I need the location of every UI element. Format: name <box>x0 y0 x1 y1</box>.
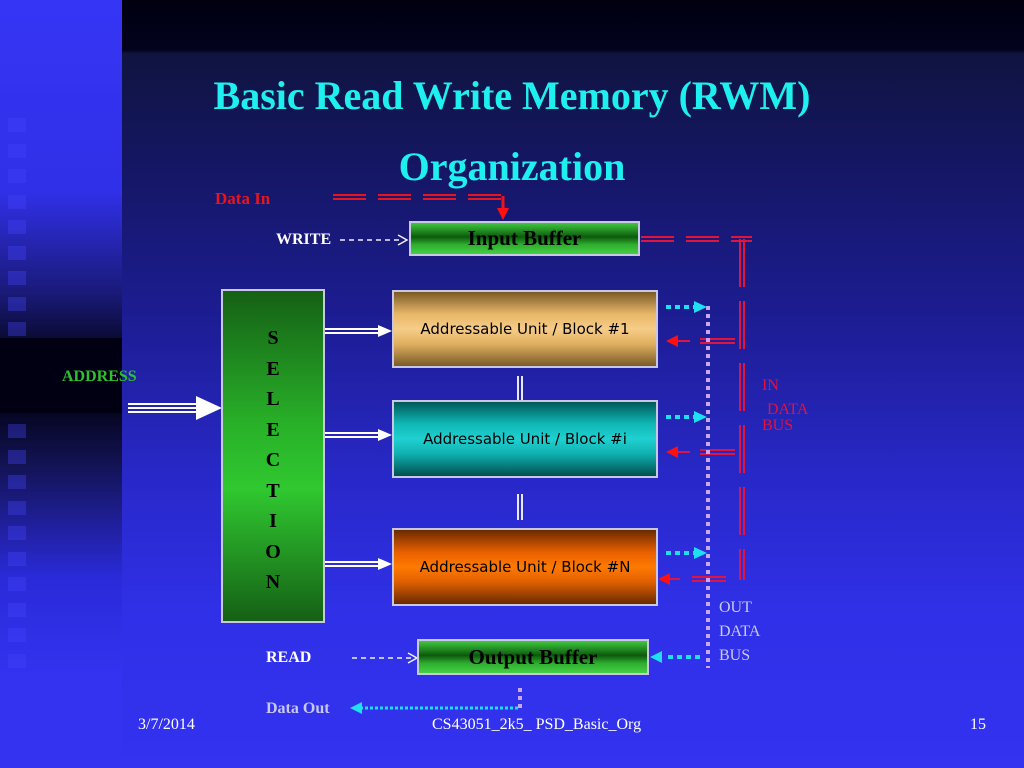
in-arrow-unit-n <box>658 573 670 585</box>
in-arrow-unit-1 <box>666 335 678 347</box>
in-bus-label-line3: BUS <box>762 417 794 434</box>
in-data-bus <box>739 239 745 580</box>
selection-links <box>325 328 380 567</box>
output-buffer: Output Buffer <box>417 639 649 675</box>
selection-letter: E <box>266 357 280 380</box>
decor-square <box>8 296 26 311</box>
output-buffer-label: Output Buffer <box>468 644 598 669</box>
input-buffer: Input Buffer <box>409 221 640 256</box>
selection-arrow-i <box>378 429 392 441</box>
write-label: WRITE <box>276 231 332 248</box>
write-arrowhead <box>397 234 409 246</box>
out-bus-label-line3: BUS <box>719 647 751 664</box>
decor-square <box>8 602 26 617</box>
data-in-arrowhead <box>497 208 509 220</box>
decor-square <box>8 322 26 336</box>
addressable-unit-1: Addressable Unit / Block #1 <box>392 290 658 368</box>
out-bus-label-line1: OUT <box>719 599 752 616</box>
address-label: ADDRESS <box>62 368 137 385</box>
in-arrow-unit-i <box>666 446 678 458</box>
data-in-line <box>333 194 505 210</box>
decor-square <box>8 424 26 438</box>
selection-letter: C <box>265 449 281 471</box>
data-in-label: Data In <box>215 189 271 208</box>
decor-square <box>8 220 26 234</box>
out-arrow-unit-1 <box>694 301 707 313</box>
footer-date: 3/7/2014 <box>138 716 195 733</box>
selection-letter: T <box>266 479 280 502</box>
decor-square <box>8 577 26 591</box>
read-label: READ <box>266 649 312 666</box>
slide-title-line1: Basic Read Write Memory (RWM) <box>213 73 811 118</box>
address-band <box>0 338 122 413</box>
decor-square <box>8 653 26 668</box>
selection-arrow-1 <box>378 325 392 337</box>
address-arrow <box>128 403 200 413</box>
out-links <box>360 305 700 710</box>
in-data-bus-label: IN DATA BUS <box>762 374 808 438</box>
decor-square <box>8 118 26 132</box>
footer-course: CS43051_2k5_ PSD_Basic_Org <box>432 716 642 733</box>
in-bus-top <box>641 236 752 242</box>
decor-square <box>8 500 26 515</box>
selection-letter: S <box>267 327 279 349</box>
decor-square <box>8 271 26 285</box>
data-out-label: Data Out <box>266 700 330 717</box>
in-bus-branches <box>665 338 735 582</box>
unit-n-label: Addressable Unit / Block #N <box>419 558 631 576</box>
unit-i-label: Addressable Unit / Block #i <box>423 430 627 448</box>
addressable-unit-n: Addressable Unit / Block #N <box>392 528 658 606</box>
decor-square <box>8 245 26 260</box>
data-out-arrowhead <box>350 702 362 714</box>
decor-square <box>8 628 26 642</box>
decor-square <box>8 143 26 158</box>
selection-letter: E <box>266 418 280 441</box>
footer-page-number: 15 <box>970 716 986 733</box>
decor-square <box>8 526 26 540</box>
selection-letter: L <box>266 388 280 410</box>
input-buffer-label: Input Buffer <box>467 226 582 250</box>
selection-arrow-n <box>378 558 392 570</box>
out-bus-label-line2: DATA <box>719 623 761 640</box>
decor-square <box>8 551 26 566</box>
in-bus-label-line2: DATA <box>767 401 809 418</box>
decor-square <box>8 169 26 183</box>
unit-continuation <box>517 376 523 520</box>
slide-title-line2: Organization <box>398 144 626 189</box>
selection-letter: N <box>265 571 281 593</box>
out-arrow-unit-i <box>694 411 707 423</box>
selection-letter: I <box>269 510 277 532</box>
address-arrowhead <box>196 396 222 420</box>
out-arrow-output-buffer <box>650 651 662 663</box>
unit-1-label: Addressable Unit / Block #1 <box>420 320 630 338</box>
addressable-unit-i: Addressable Unit / Block #i <box>392 400 658 478</box>
out-data-bus-label: OUT DATA BUS <box>719 596 760 668</box>
selection-letter: O <box>265 540 281 563</box>
in-bus-label-line1: IN <box>762 377 779 394</box>
decor-square <box>8 194 26 209</box>
decor-square <box>8 449 26 464</box>
decor-square <box>8 475 26 489</box>
out-arrow-unit-n <box>694 547 707 559</box>
